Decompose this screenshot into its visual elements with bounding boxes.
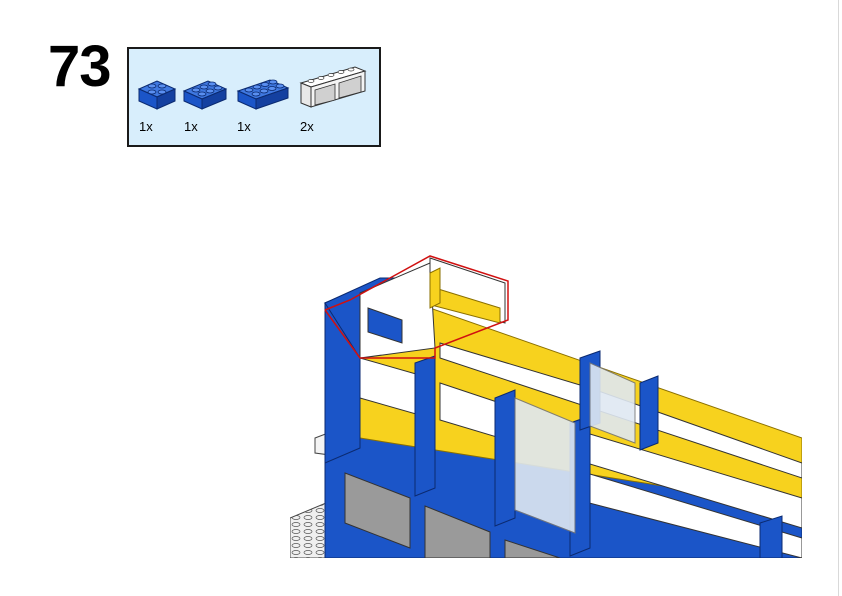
brick-2x3-blue-icon	[182, 77, 228, 111]
part-qty: 1x	[139, 119, 153, 134]
building-model-illustration	[290, 248, 802, 558]
brick-2x2-blue-icon	[137, 77, 177, 111]
page-edge-divider	[838, 0, 839, 596]
step-number: 73	[48, 34, 112, 99]
part-qty: 1x	[237, 119, 251, 134]
part-qty: 2x	[300, 119, 314, 134]
parts-callout: 1x 1x 1x 2x	[127, 47, 381, 147]
window-white-icon	[299, 63, 369, 109]
brick-2x4-blue-icon	[236, 77, 290, 111]
part-qty: 1x	[184, 119, 198, 134]
